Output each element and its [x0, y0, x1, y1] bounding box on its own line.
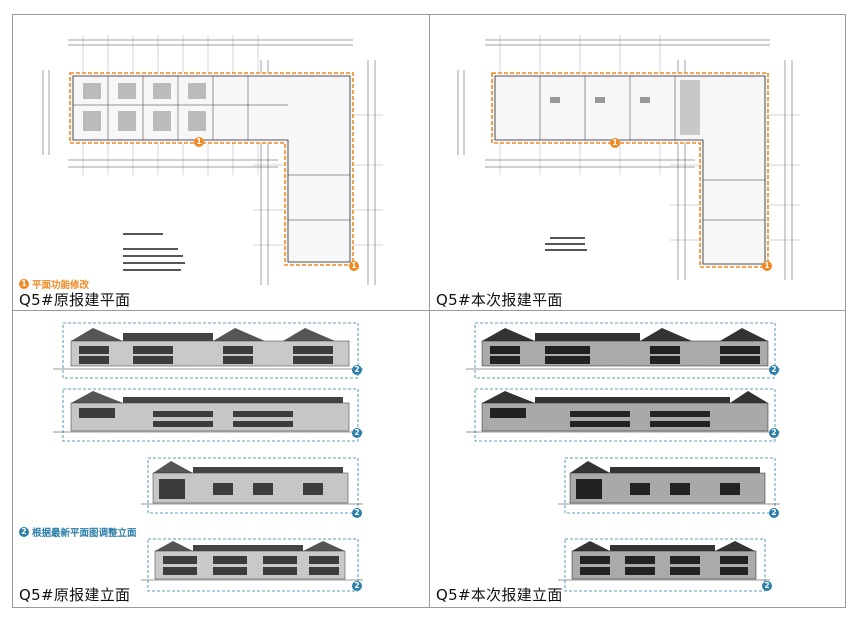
elevation-1 [466, 322, 780, 379]
change-marker-elev-1: 2 [769, 365, 779, 375]
change-marker-plan-1: 1 [610, 138, 620, 148]
elevation-2 [466, 388, 780, 442]
caption-plan-current: Q5#本次报建平面 [436, 291, 563, 309]
vertical-divider [429, 14, 430, 608]
change-marker-elev-3: 2 [769, 508, 779, 518]
elev-change-note: 2 根据最新平面图调整立面 [19, 525, 137, 539]
panel-plan-original: 1 1 1 平面功能修改 Q5#原报建平面 [13, 15, 428, 309]
caption-elev-current: Q5#本次报建立面 [436, 586, 563, 604]
note-text: 根据最新平面图调整立面 [32, 528, 137, 539]
plan-change-note: 1 平面功能修改 [19, 277, 89, 291]
change-marker-elev-2: 2 [769, 428, 779, 438]
change-marker-elev-1: 2 [352, 365, 362, 375]
panel-elev-original: 2 2 2 2 2 根据最新平面图调整立面 Q5#原报建立面 [13, 311, 428, 607]
change-marker-elev-4: 2 [762, 581, 772, 591]
note-text: 平面功能修改 [32, 280, 90, 291]
elev-original-drawing [53, 322, 363, 592]
caption-elev-original: Q5#原报建立面 [19, 586, 131, 604]
change-marker-plan-2: 1 [349, 261, 359, 271]
change-marker-elev-4: 2 [352, 581, 362, 591]
plan-original-drawing [42, 35, 383, 285]
plan-current-drawing [457, 35, 800, 280]
panel-plan-current: 1 1 Q5#本次报建平面 [430, 15, 845, 309]
elevation-4 [141, 538, 363, 592]
elev-current-drawing [466, 322, 780, 592]
caption-plan-original: Q5#原报建平面 [19, 291, 131, 309]
note-number-badge: 2 [19, 527, 29, 537]
elevation-3 [141, 457, 363, 514]
change-marker-elev-3: 2 [352, 508, 362, 518]
elevation-3 [558, 457, 780, 514]
horizontal-divider [12, 310, 846, 311]
elevation-4 [558, 538, 770, 592]
note-number-badge: 1 [19, 279, 29, 289]
elevation-2 [53, 388, 363, 442]
change-marker-plan-1: 1 [194, 137, 204, 147]
change-marker-elev-2: 2 [352, 428, 362, 438]
change-marker-plan-2: 1 [762, 261, 772, 271]
elevation-1 [53, 322, 363, 379]
panel-elev-current: 2 2 2 2 Q5#本次报建立面 [430, 311, 845, 607]
